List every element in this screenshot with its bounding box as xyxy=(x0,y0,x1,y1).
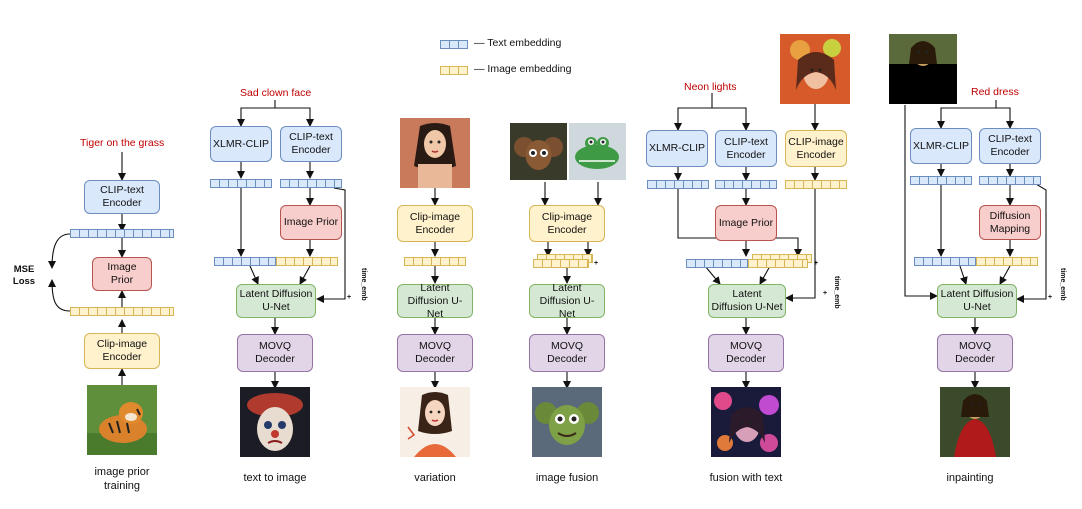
movq-decoder: MOVQ Decoder xyxy=(237,334,313,372)
text-embedding-bar xyxy=(280,179,342,188)
caption-inpainting: inpainting xyxy=(946,472,994,484)
legend-image-embedding-swatch xyxy=(440,66,468,75)
concat-text-embedding-bar xyxy=(214,257,276,266)
latent-diffusion-unet: Latent Diffusion U-Net xyxy=(708,284,786,318)
concat-text-embedding-bar xyxy=(914,257,976,266)
fusion-input-image-2 xyxy=(569,123,626,180)
clip-image-encoder: Clip-image Encoder xyxy=(84,333,160,369)
movq-decoder: MOVQ Decoder xyxy=(937,334,1013,372)
time-emb-label: time_emb xyxy=(833,276,840,309)
image-prior-block: Image Prior xyxy=(280,205,342,240)
latent-diffusion-unet: Latent Diffusion U-Net xyxy=(529,282,605,320)
diffusion-mapping-block: Diffusion Mapping xyxy=(979,205,1041,240)
clip-image-encoder: CLIP-image Encoder xyxy=(785,130,847,167)
clip-image-encoder: Clip-image Encoder xyxy=(397,205,473,242)
time-emb-label: time_emb xyxy=(360,268,367,301)
xlmr-clip-block: XLMR-CLIP xyxy=(910,128,972,164)
legend-text-embedding-swatch xyxy=(440,40,468,49)
text-embedding-bar xyxy=(70,229,174,238)
text-embedding-bar xyxy=(979,176,1041,185)
fusion-text-input-image xyxy=(780,34,850,104)
concat-image-embedding-bar xyxy=(276,257,338,266)
latent-diffusion-unet: Latent Diffusion U-Net xyxy=(236,284,316,318)
time-emb-label: time_emb xyxy=(1059,268,1066,301)
caption-text-to-image: text to image xyxy=(243,472,307,484)
concat-text-embedding-bar xyxy=(686,259,748,268)
variation-input-image xyxy=(400,118,470,188)
caption-fusion-with-text: fusion with text xyxy=(709,472,783,484)
image-embedding-bar xyxy=(404,257,466,266)
xlmr-embedding-bar xyxy=(210,179,272,188)
fusion-text-output-image xyxy=(711,387,781,457)
image-prior-block: Image Prior xyxy=(715,205,777,241)
image-prior-block: Image Prior xyxy=(92,257,152,291)
tiger-image xyxy=(87,385,157,455)
legend-image-embedding-label: — Image embedding xyxy=(474,63,572,75)
xlmr-embedding-bar xyxy=(910,176,972,185)
movq-decoder: MOVQ Decoder xyxy=(529,334,605,372)
movq-decoder: MOVQ Decoder xyxy=(397,334,473,372)
xlmr-clip-block: XLMR-CLIP xyxy=(646,130,708,167)
inpainting-input-image xyxy=(889,34,957,104)
variation-output-image xyxy=(400,387,470,457)
clip-image-encoder: Clip-image Encoder xyxy=(529,205,605,242)
clip-text-encoder: CLIP-text Encoder xyxy=(84,180,160,214)
plus-sign: + xyxy=(814,260,819,267)
fusion-input-image-1 xyxy=(510,123,567,180)
clip-text-encoder: CLIP-text Encoder xyxy=(715,130,777,167)
xlmr-embedding-bar xyxy=(647,180,709,189)
xlmr-clip-block: XLMR-CLIP xyxy=(210,126,272,162)
movq-decoder: MOVQ Decoder xyxy=(708,334,784,372)
plus-sign: + xyxy=(1048,294,1053,301)
inpainting-output-image xyxy=(940,387,1010,457)
prompt-dress: Red dress xyxy=(971,86,1019,98)
clown-image xyxy=(240,387,310,457)
mse-loss-label: MSE Loss xyxy=(12,264,36,287)
latent-diffusion-unet: Latent Diffusion U-Net xyxy=(937,284,1017,318)
prompt-tiger: Tiger on the grass xyxy=(80,137,165,149)
legend-text-embedding-label: — Text embedding xyxy=(474,37,562,49)
prompt-neon: Neon lights xyxy=(684,81,737,93)
prompt-clown: Sad clown face xyxy=(240,87,312,99)
caption-prior-training: image prior training xyxy=(94,466,150,492)
latent-diffusion-unet: Latent Diffusion U-Net xyxy=(397,282,473,320)
concat-image-embedding-bar xyxy=(976,257,1038,266)
plus-sign: + xyxy=(594,260,599,267)
text-embedding-bar xyxy=(715,180,777,189)
plus-sign: + xyxy=(823,290,828,297)
concat-image-embedding-bar-front xyxy=(748,259,808,268)
fusion-output-image xyxy=(532,387,602,457)
caption-variation: variation xyxy=(414,472,456,484)
image-embedding-bar xyxy=(785,180,847,189)
image-embedding-bar-front xyxy=(533,259,589,268)
plus-sign: + xyxy=(347,294,352,301)
clip-text-encoder: CLIP-text Encoder xyxy=(280,126,342,162)
image-embedding-bar xyxy=(70,307,174,316)
caption-image-fusion: image fusion xyxy=(535,472,599,484)
clip-text-encoder: CLIP-text Encoder xyxy=(979,128,1041,164)
